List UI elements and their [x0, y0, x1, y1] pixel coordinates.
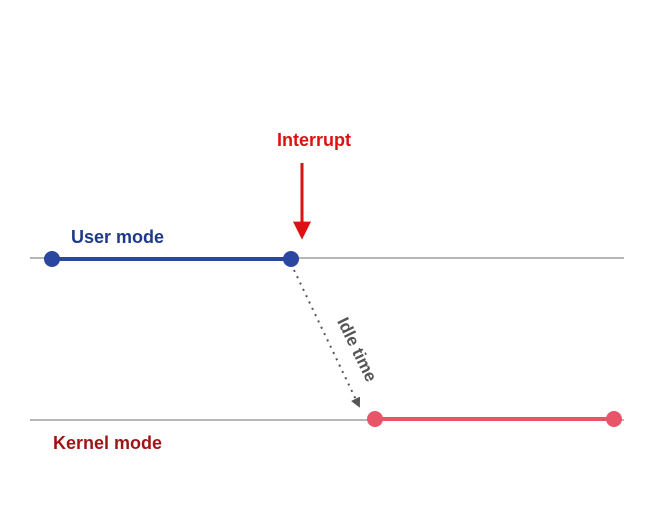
user-mode-end-dot	[283, 251, 299, 267]
interrupt-label: Interrupt	[277, 130, 351, 150]
idle-time-label: Idle time	[333, 314, 380, 384]
kernel-mode-label: Kernel mode	[53, 433, 162, 453]
user-mode-label: User mode	[71, 227, 164, 247]
kernel-mode-end-dot	[606, 411, 622, 427]
kernel-mode-start-dot	[367, 411, 383, 427]
user-mode-start-dot	[44, 251, 60, 267]
